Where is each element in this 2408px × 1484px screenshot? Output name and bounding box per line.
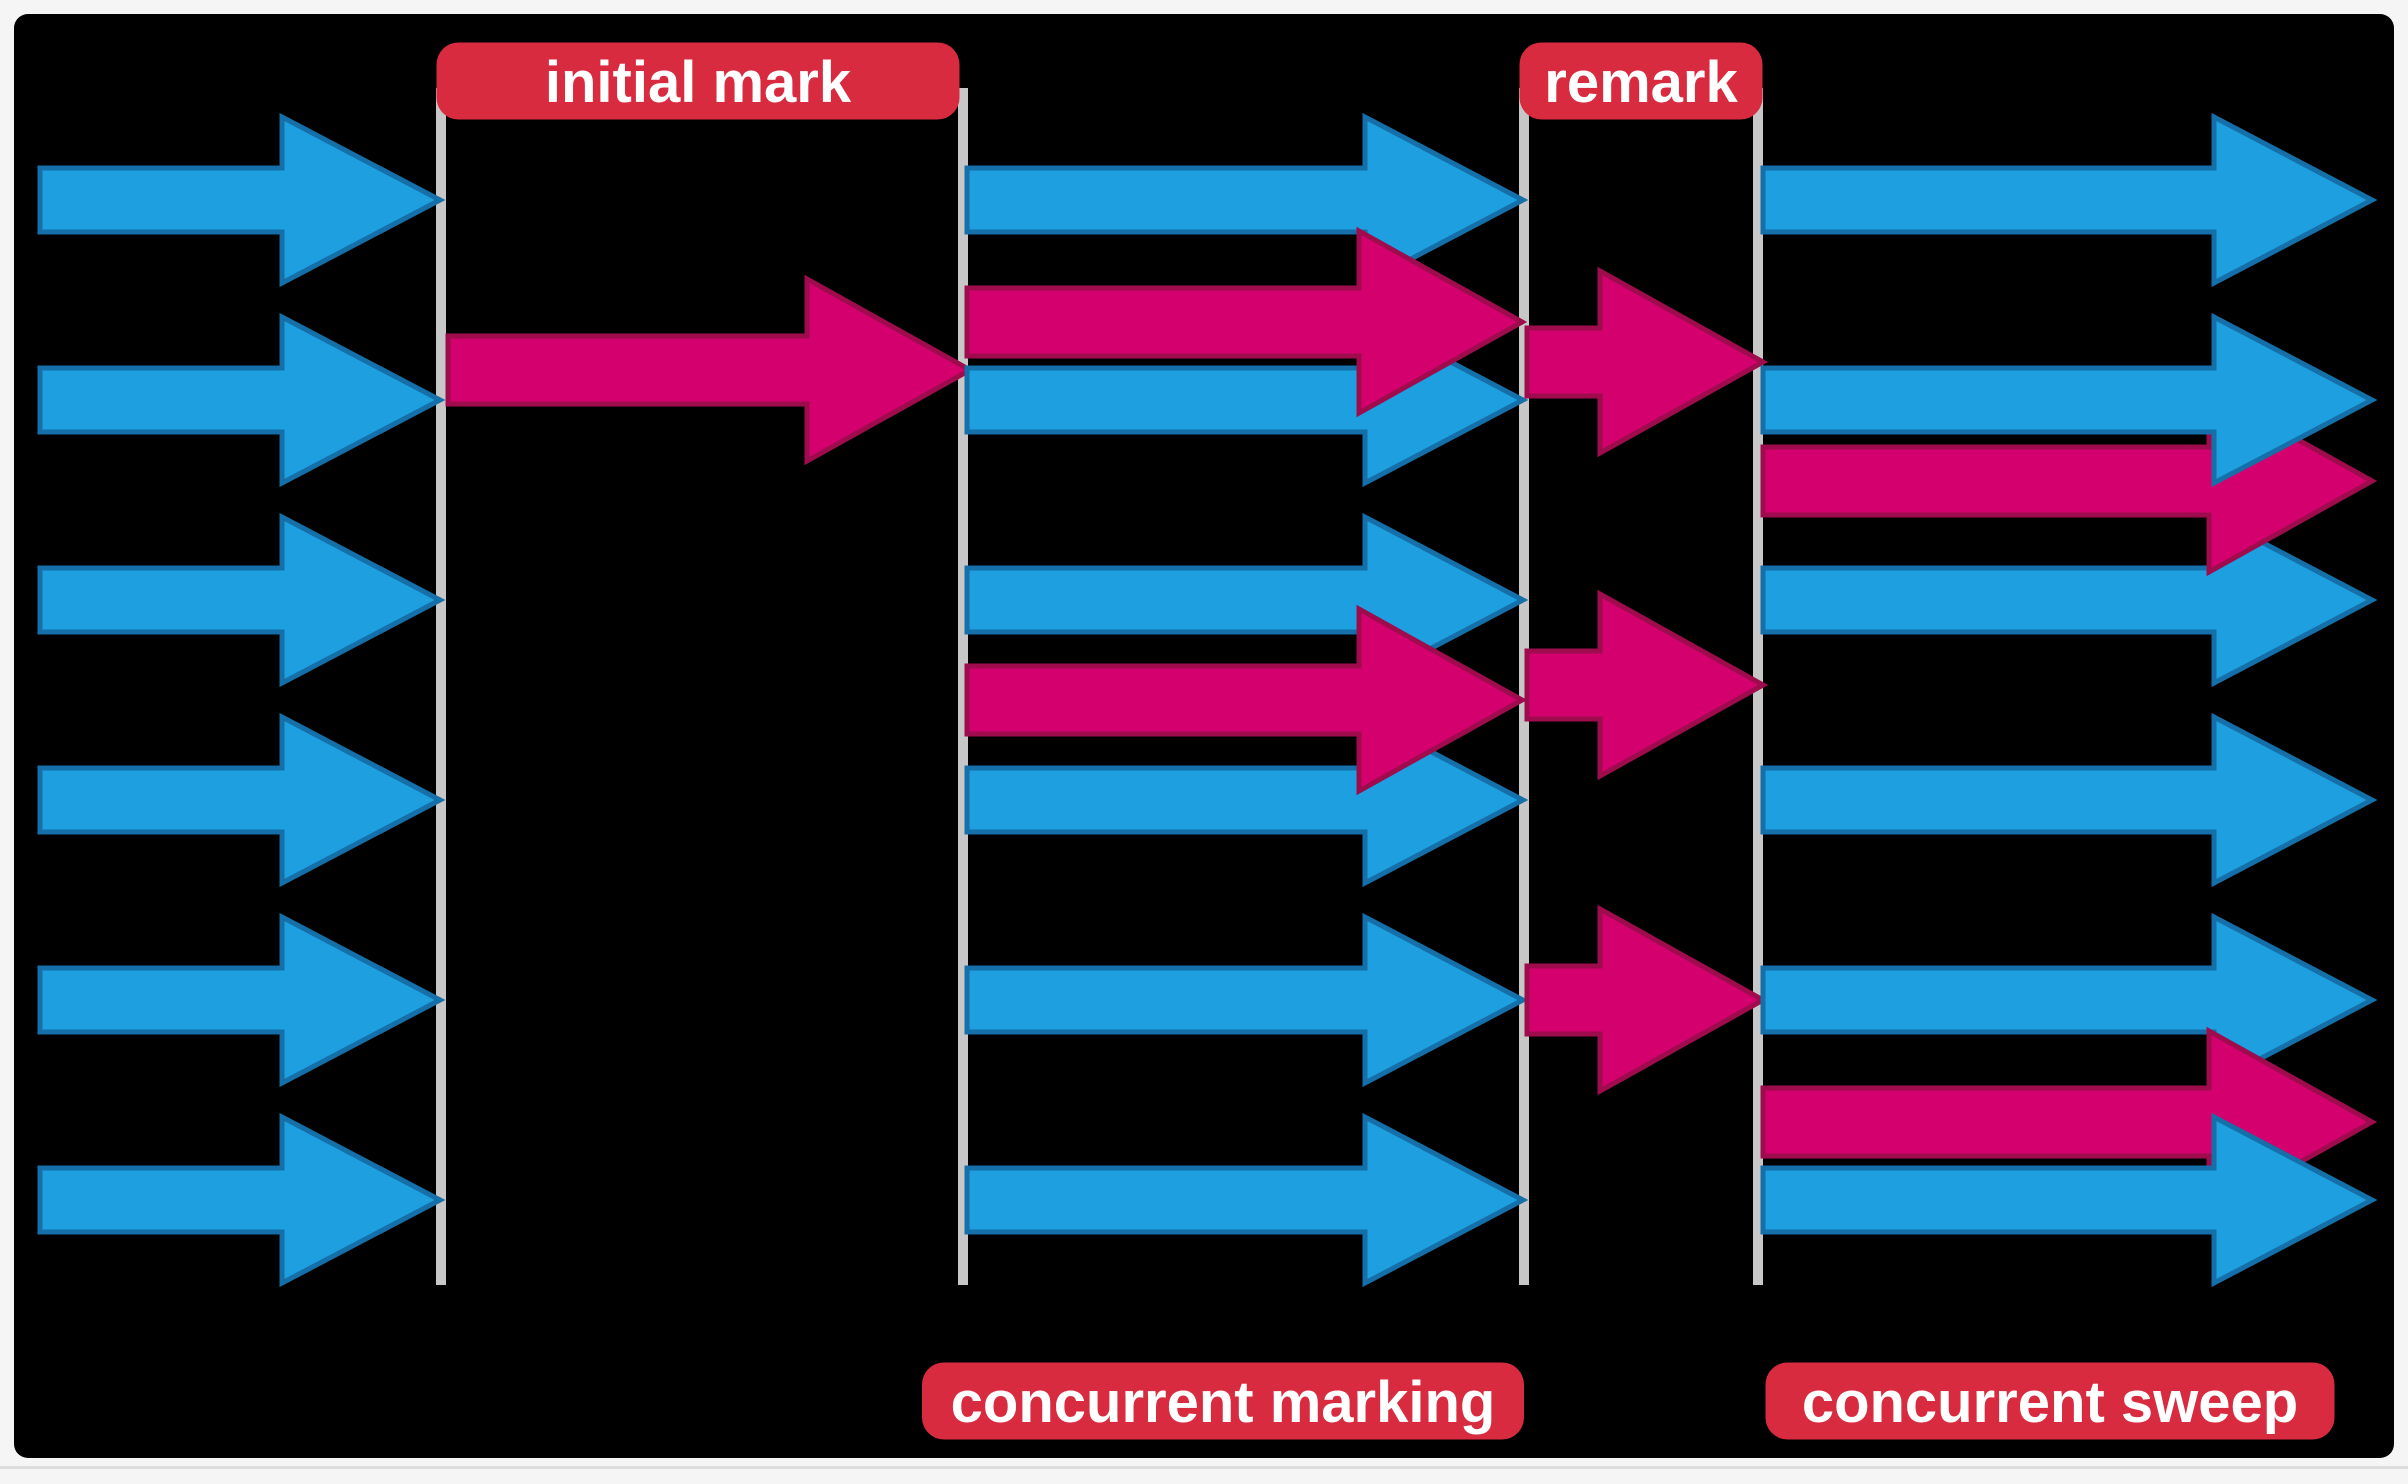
app-thread-arrow — [37, 312, 446, 488]
gc-thread-arrow — [964, 604, 1528, 796]
app-thread-arrow — [1760, 312, 2378, 488]
bottom-hairline — [0, 1466, 2408, 1469]
app-thread-arrow — [37, 1112, 446, 1288]
app-thread-arrow — [37, 512, 446, 688]
app-thread-arrow — [964, 1112, 1529, 1288]
phase-label-text-concurrent-marking: concurrent marking — [951, 1370, 1496, 1435]
app-thread-arrow — [1760, 1112, 2378, 1288]
phase-label-concurrent-marking — [922, 1362, 1524, 1440]
phase-label-text-initial-mark: initial mark — [545, 50, 852, 115]
phase-label-initial-mark — [436, 42, 960, 120]
gc-thread-arrow — [1524, 266, 1769, 458]
app-thread-arrow — [964, 112, 1529, 288]
app-thread-arrow — [964, 912, 1529, 1088]
pause-boundary-line-1 — [436, 88, 446, 1285]
gc-thread-arrow — [964, 226, 1528, 418]
phase-label-remark — [1519, 42, 1763, 120]
gc-thread-arrow — [1524, 904, 1769, 1096]
pause-boundary-line-2 — [958, 88, 968, 1285]
gc-thread-arrow — [445, 274, 976, 466]
gc-thread-arrow — [1524, 589, 1769, 781]
app-thread-arrow — [37, 112, 446, 288]
app-thread-arrow — [1760, 112, 2378, 288]
app-thread-arrow — [37, 712, 446, 888]
pause-boundary-line-3 — [1519, 88, 1529, 1285]
phase-label-text-concurrent-sweep: concurrent sweep — [1802, 1370, 2298, 1435]
app-thread-arrow — [37, 912, 446, 1088]
app-thread-arrow — [1760, 712, 2378, 888]
phase-label-text-remark: remark — [1544, 50, 1738, 115]
phase-label-concurrent-sweep — [1765, 1362, 2335, 1440]
